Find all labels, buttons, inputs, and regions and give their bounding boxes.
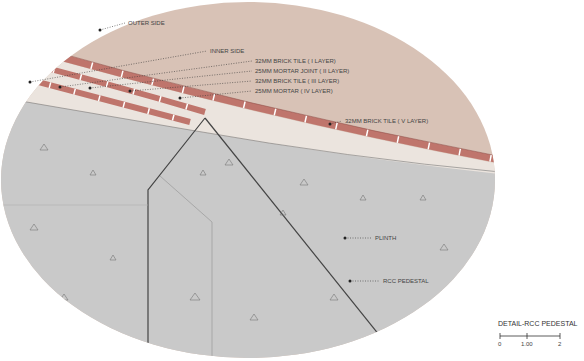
layer-label: 32MM BRICK TILE ( V LAYER) bbox=[345, 118, 428, 125]
side-label: OUTER SIDE bbox=[128, 20, 165, 27]
layer-label: 25MM MORTAR ( IV LAYER) bbox=[255, 88, 333, 95]
part-label: RCC PEDESTAL bbox=[383, 278, 429, 285]
scale-number: 2 bbox=[558, 341, 561, 348]
part-label: PLINTH bbox=[375, 235, 396, 242]
layer-label: 32MM BRICK TILE ( I LAYER) bbox=[255, 58, 336, 65]
scale-number: 0 bbox=[498, 341, 501, 348]
side-label: INNER SIDE bbox=[210, 48, 244, 55]
drawing-caption: DETAIL-RCC PEDESTAL bbox=[498, 320, 577, 328]
layer-label: 32MM BRICK TILE ( III LAYER) bbox=[255, 78, 339, 85]
layer-label: 25MM MORTAR JOINT ( II LAYER) bbox=[255, 68, 349, 75]
scale-number: 1.00 bbox=[521, 341, 533, 348]
